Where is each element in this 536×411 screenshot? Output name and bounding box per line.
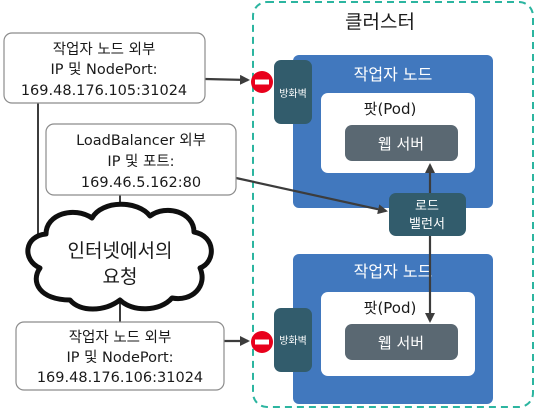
firewall-1: [274, 60, 312, 124]
external-ip-bottom-line3: 169.48.176.106:31024: [37, 370, 203, 386]
internet-cloud-icon: [25, 201, 214, 312]
web-server-1-label: 웹 서버: [378, 135, 424, 153]
external-ip-top-line2: IP 및 NodePort:: [50, 61, 157, 78]
external-ip-bottom-line1: 작업자 노드 외부: [69, 329, 172, 346]
worker-node-2-label: 작업자 노드: [354, 262, 433, 281]
external-ip-top-line1: 작업자 노드 외부: [53, 41, 156, 58]
firewall-2-label: 방화벽: [279, 335, 307, 347]
pod-1-label: 팟(Pod): [364, 100, 417, 118]
pod-2-label: 팟(Pod): [364, 299, 417, 317]
firewall-1-label: 방화벽: [279, 88, 307, 100]
external-ip-box-bottom: [15, 321, 225, 391]
external-ip-box-top: [3, 32, 206, 104]
external-ip-middle-line1: LoadBalancer 외부: [76, 132, 206, 149]
blocked-icon-1: [251, 71, 273, 93]
external-ip-box-middle: [45, 123, 237, 196]
internet-label-line2: 요청: [103, 266, 138, 288]
arrow-middle-to-load-balancer: [235, 176, 388, 215]
cluster-boundary: [252, 1, 534, 408]
external-ip-middle-line2: IP 및 포트:: [107, 153, 174, 170]
firewall-2: [274, 308, 312, 372]
external-ip-top-line3: 169.48.176.105:31024: [21, 83, 187, 99]
web-server-2: [345, 324, 458, 360]
web-server-1: [345, 125, 458, 161]
blocked-icon-2: [251, 331, 273, 353]
internet-label-line1: 인터넷에서의: [68, 240, 173, 262]
cluster-label: 클러스터: [345, 11, 415, 33]
load-balancer-label-line1: 로드: [415, 199, 439, 214]
load-balancer: [389, 193, 466, 236]
web-server-2-label: 웹 서버: [378, 334, 424, 352]
load-balancer-label-line2: 밸런서: [409, 217, 445, 232]
worker-node-1-label: 작업자 노드: [354, 65, 433, 84]
arrow-top-to-firewall-1: [204, 74, 250, 85]
external-ip-middle-line3: 169.46.5.162:80: [81, 175, 201, 191]
external-ip-bottom-line2: IP 및 NodePort:: [66, 349, 173, 366]
